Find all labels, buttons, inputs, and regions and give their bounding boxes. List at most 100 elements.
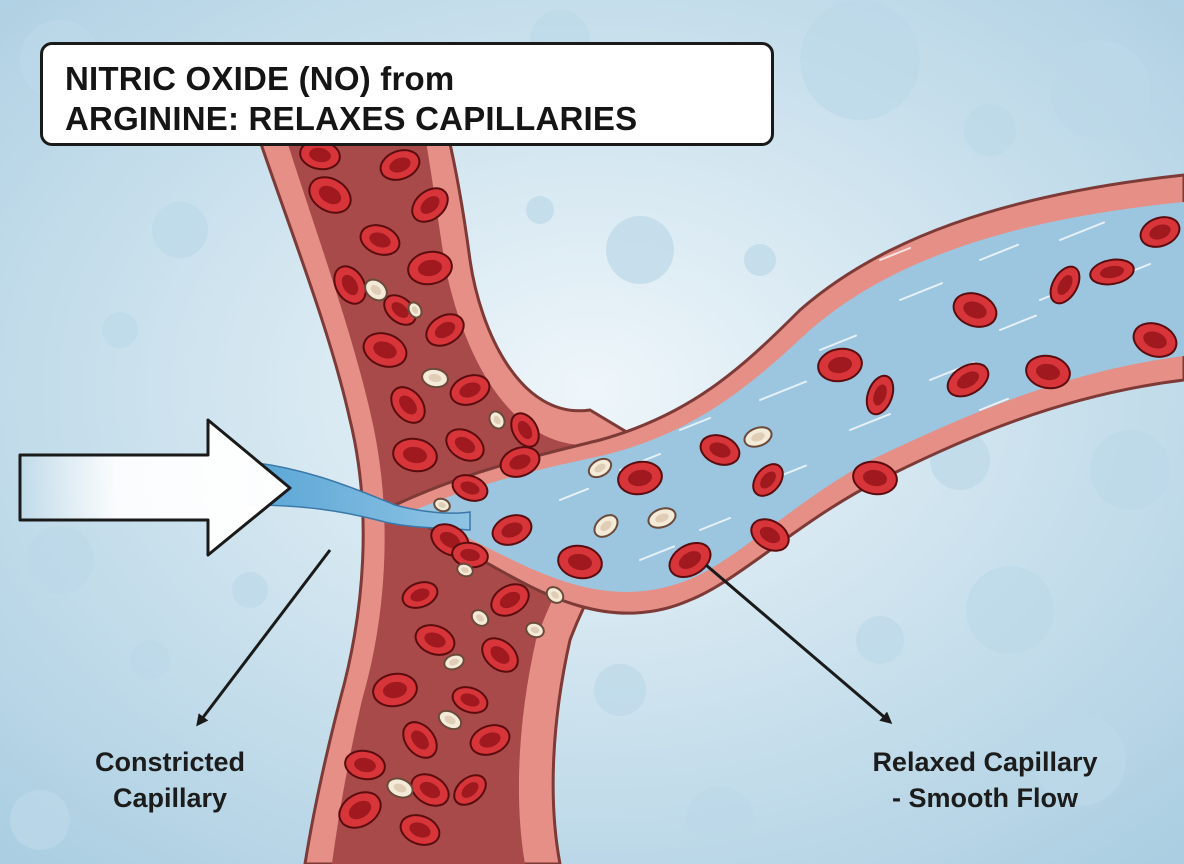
red-blood-cell	[557, 544, 603, 580]
bubble	[964, 104, 1016, 156]
white-blood-cell	[743, 426, 773, 448]
arrow-pointer-icon	[196, 549, 332, 727]
white-blood-cell	[545, 586, 565, 604]
red-blood-cell	[469, 724, 511, 756]
red-blood-cell	[425, 313, 465, 347]
white-blood-cell	[593, 514, 619, 538]
red-blood-cell	[491, 514, 533, 546]
flow-streak	[699, 517, 731, 531]
red-blood-cell	[359, 224, 401, 256]
bubble	[686, 786, 754, 854]
red-blood-cell	[952, 292, 998, 328]
flow-streak	[639, 545, 675, 561]
white-blood-cell	[647, 507, 677, 529]
red-blood-cell	[362, 332, 408, 368]
relaxed-capillary-label: Relaxed Capillary - Smooth Flow	[840, 744, 1130, 816]
white-blood-cell	[407, 301, 423, 319]
red-blood-cell	[402, 721, 438, 759]
constricted-label-line-2: Capillary	[112, 783, 228, 813]
red-blood-cell	[401, 581, 439, 609]
flow-streak	[819, 334, 857, 351]
bubble	[594, 664, 646, 716]
red-blood-cell	[1132, 322, 1178, 358]
red-blood-cell	[946, 362, 990, 398]
flow-streak	[979, 243, 1019, 261]
red-blood-cell	[410, 773, 450, 807]
constricted-capillary-label: Constricted Capillary	[60, 744, 280, 816]
red-blood-cell	[1025, 354, 1071, 390]
red-blood-cell	[299, 139, 341, 171]
red-blood-cell	[490, 583, 530, 617]
white-blood-cell	[525, 621, 545, 639]
red-blood-cell	[1049, 265, 1081, 305]
flow-streak	[879, 247, 911, 261]
red-blood-cell	[308, 176, 352, 214]
red-blood-cell	[752, 463, 784, 497]
red-blood-cell	[399, 814, 441, 846]
white-blood-cell	[470, 609, 490, 627]
blood-cells	[299, 139, 1181, 846]
bubble	[26, 526, 94, 594]
red-blood-cell	[372, 672, 418, 708]
relaxed-label-line-1: Relaxed Capillary	[872, 747, 1098, 777]
red-blood-cell	[338, 791, 382, 829]
bubble	[152, 202, 208, 258]
bubble	[526, 196, 554, 224]
red-blood-cell	[453, 774, 487, 806]
bubble	[1050, 40, 1150, 140]
bubble	[102, 312, 138, 348]
red-blood-cell	[817, 347, 863, 383]
flow-streak	[849, 413, 891, 431]
white-blood-cell	[433, 497, 451, 513]
red-blood-cell	[699, 434, 741, 466]
white-blood-cell	[421, 367, 449, 389]
bubble	[800, 0, 920, 120]
red-blood-cell	[451, 686, 489, 714]
red-blood-cell	[1139, 216, 1181, 248]
flow-streak	[559, 487, 589, 501]
red-blood-cell	[333, 265, 367, 305]
constricted-label-line-1: Constricted	[94, 747, 246, 777]
red-blood-cell	[344, 749, 386, 781]
bubble	[1090, 430, 1170, 510]
bubble	[1034, 714, 1126, 806]
red-blood-cell	[510, 412, 540, 448]
narrow-flow-stream	[249, 461, 471, 531]
arrow-pointer-icon	[705, 563, 893, 724]
title-line-2: ARGININE: RELAXES CAPILLARIES	[65, 100, 638, 137]
flow-streak	[979, 397, 1009, 411]
flow-streak	[899, 282, 943, 301]
relaxed-capillary	[391, 173, 1184, 615]
bubble	[130, 640, 170, 680]
white-blood-cell	[364, 278, 388, 302]
title-box: NITRIC OXIDE (NO) from ARGININE: RELAXES…	[40, 42, 774, 146]
red-blood-cell	[750, 518, 790, 552]
right-arrow-icon	[18, 418, 292, 557]
white-blood-cell	[443, 653, 465, 671]
flow-streak	[679, 417, 711, 431]
red-blood-cell	[617, 460, 663, 496]
flow-streak	[999, 314, 1037, 331]
white-blood-cell	[488, 410, 506, 430]
red-blood-cell	[390, 386, 426, 424]
red-blood-cell	[451, 474, 489, 502]
bubble	[856, 616, 904, 664]
bubble	[966, 566, 1054, 654]
red-blood-cell	[668, 541, 712, 579]
relaxed-label-line-2: - Smooth Flow	[892, 783, 1078, 813]
red-blood-cell	[1089, 258, 1135, 286]
red-blood-cell	[445, 428, 485, 462]
white-blood-cell	[437, 709, 463, 731]
title-line-1: NITRIC OXIDE (NO) from	[65, 60, 455, 97]
red-blood-cell	[865, 374, 895, 416]
white-blood-cell	[456, 562, 474, 578]
red-blood-cell	[379, 149, 421, 181]
white-blood-cell	[386, 777, 414, 799]
flow-streak	[1059, 221, 1105, 241]
red-blood-cell	[392, 437, 438, 473]
bubble	[10, 790, 70, 850]
red-blood-cell	[411, 187, 449, 223]
red-blood-cell	[449, 374, 491, 406]
red-blood-cell	[852, 460, 898, 496]
